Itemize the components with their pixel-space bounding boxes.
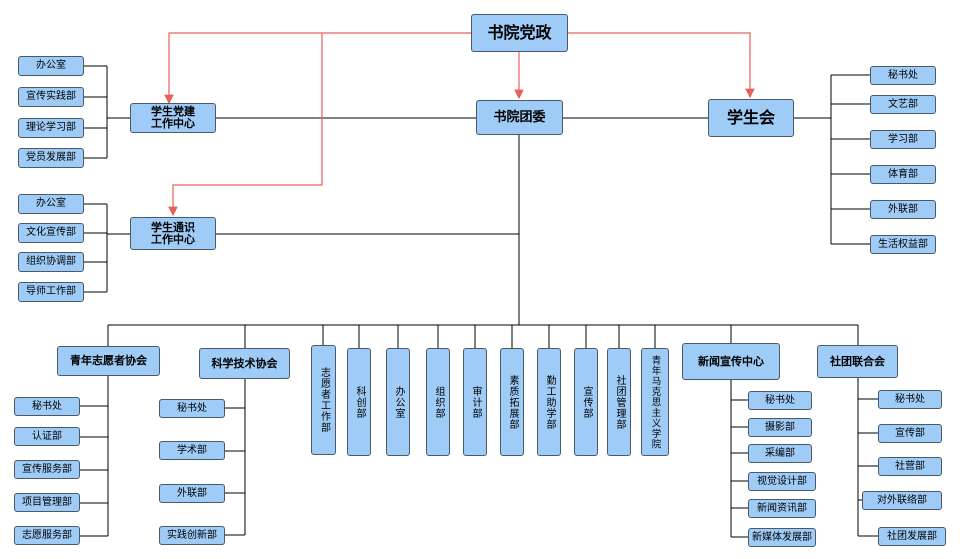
science-dept-2: 学术部 — [159, 441, 225, 460]
center-node: 书院团委 — [476, 100, 563, 135]
su-dept-1: 秘书处 — [870, 66, 936, 85]
volunteer-dept-3: 宣传服务部 — [14, 460, 80, 479]
science-dept-3: 外联部 — [159, 484, 225, 503]
media-dept-3: 采编部 — [748, 444, 812, 463]
clubs-dept-4: 对外联络部 — [862, 491, 942, 510]
su-dept-5: 外联部 — [870, 200, 936, 219]
league-dept-10: 青年马克思主义学院 — [641, 348, 669, 456]
clubs-dept-5: 社团发展部 — [878, 527, 946, 546]
league-dept-3: 办公室 — [386, 348, 410, 456]
clubs-node: 社团联合会 — [817, 345, 898, 378]
league-dept-4: 组织部 — [426, 348, 450, 456]
clubs-dept-3: 社营部 — [878, 457, 942, 476]
league-dept-1: 志愿者工作部 — [311, 345, 336, 455]
party-dept-3: 理论学习部 — [18, 118, 84, 138]
volunteer-dept-4: 项目管理部 — [14, 493, 80, 512]
science-node: 科学技术协会 — [199, 348, 290, 379]
league-dept-8: 宣传部 — [574, 348, 598, 456]
media-dept-2: 摄影部 — [748, 418, 812, 437]
su-dept-2: 文艺部 — [870, 95, 936, 114]
volunteer-node: 青年志愿者协会 — [57, 346, 160, 376]
su-dept-4: 体育部 — [870, 165, 936, 184]
media-dept-1: 秘书处 — [748, 391, 812, 410]
league-dept-7: 勤工助学部 — [537, 348, 561, 456]
su-dept-6: 生活权益部 — [870, 235, 936, 254]
league-dept-6: 素质拓展部 — [500, 348, 524, 456]
party-center-node: 学生党建 工作中心 — [130, 103, 216, 133]
volunteer-dept-1: 秘书处 — [14, 397, 80, 416]
media-dept-4: 视觉设计部 — [748, 472, 816, 491]
volunteer-dept-5: 志愿服务部 — [14, 526, 80, 545]
league-dept-5: 审计部 — [463, 348, 487, 456]
clubs-dept-2: 宣传部 — [878, 424, 942, 443]
clubs-dept-1: 秘书处 — [878, 390, 942, 409]
root-node: 书院党政 — [471, 14, 568, 52]
media-dept-6: 新媒体发展部 — [748, 528, 816, 547]
party-dept-1: 办公室 — [18, 56, 84, 76]
volunteer-dept-2: 认证部 — [14, 427, 80, 446]
student-union-node: 学生会 — [708, 99, 794, 137]
league-dept-9: 社团管理部 — [607, 348, 631, 456]
general-dept-2: 文化宣传部 — [18, 223, 84, 243]
general-center-node: 学生通识 工作中心 — [130, 217, 216, 250]
general-dept-3: 组织协调部 — [18, 252, 84, 272]
science-dept-4: 实践创新部 — [159, 526, 225, 545]
party-dept-4: 党员发展部 — [18, 148, 84, 168]
general-dept-4: 导师工作部 — [18, 282, 84, 302]
league-dept-2: 科创部 — [347, 348, 371, 456]
su-dept-3: 学习部 — [870, 130, 936, 149]
general-dept-1: 办公室 — [18, 194, 84, 214]
party-dept-2: 宣传实践部 — [18, 87, 84, 107]
media-center-node: 新闻宣传中心 — [682, 343, 780, 380]
media-dept-5: 新闻资讯部 — [748, 499, 816, 518]
science-dept-1: 秘书处 — [159, 399, 225, 418]
